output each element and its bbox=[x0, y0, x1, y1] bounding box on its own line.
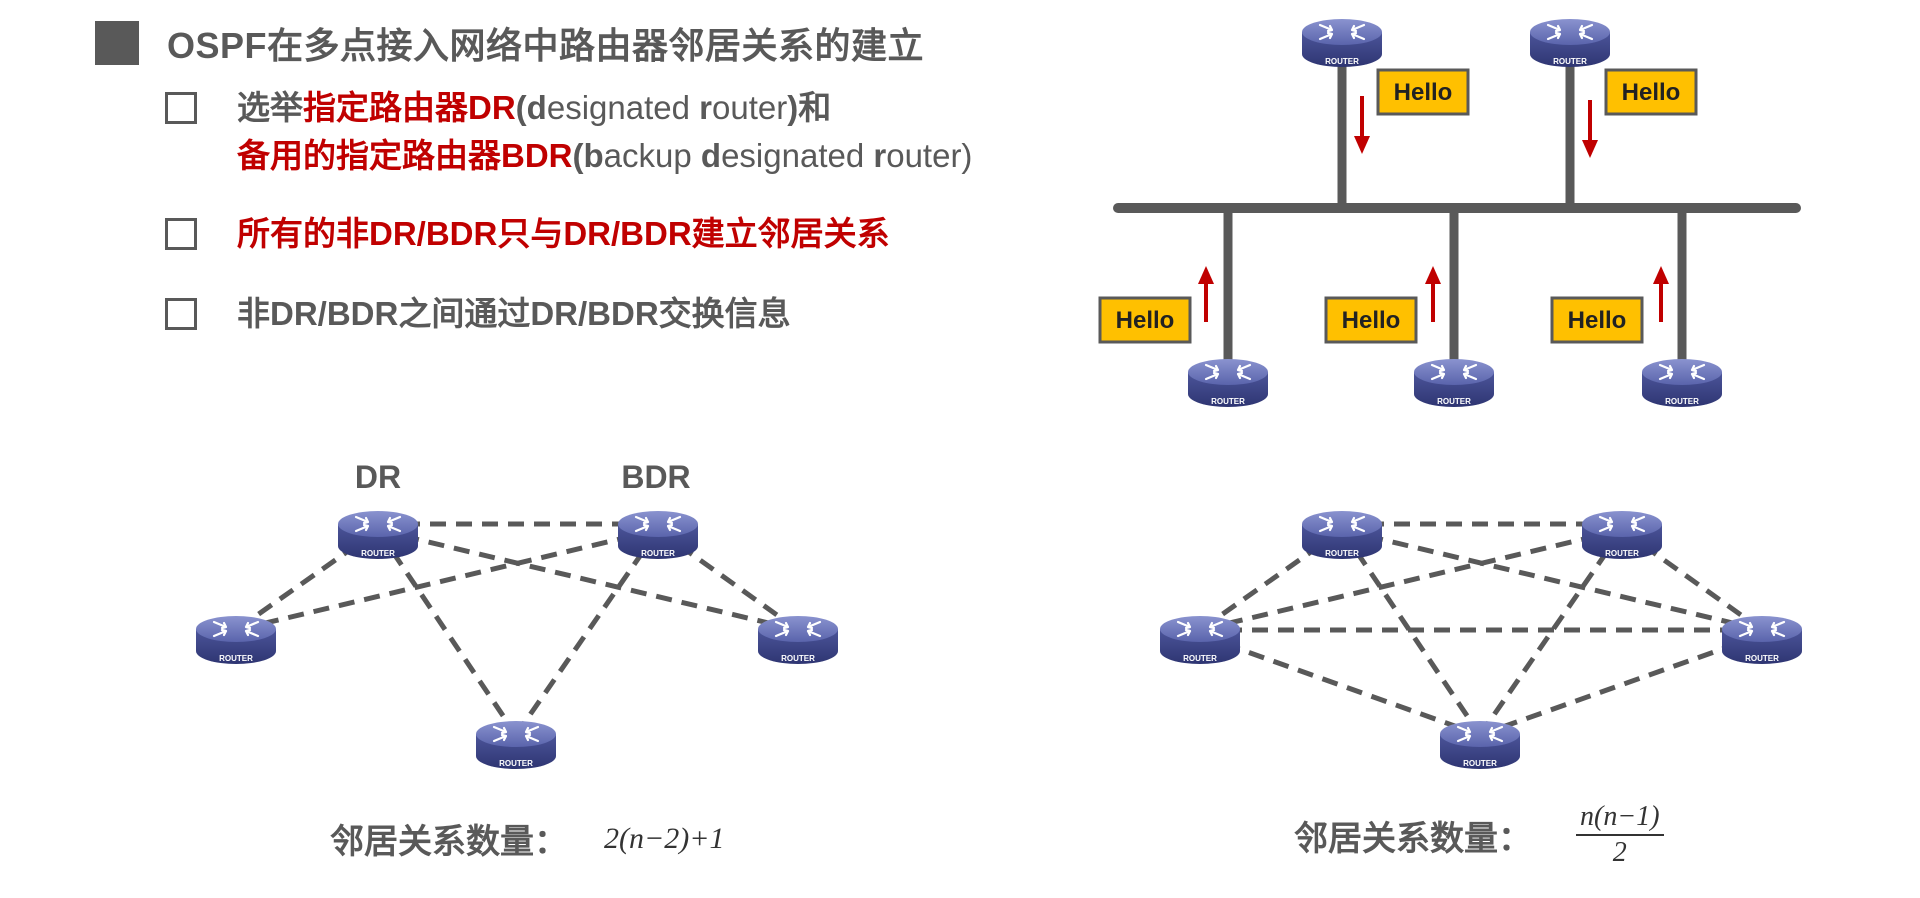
text-segment-highlight: 备用的指定路由器BDR bbox=[237, 137, 573, 174]
fraction: n(n−1) 2 bbox=[1576, 800, 1664, 870]
text-segment: outer) bbox=[886, 137, 973, 174]
text-segment: ( bbox=[572, 137, 584, 174]
svg-text:ROUTER: ROUTER bbox=[781, 654, 815, 663]
text-segment: ackup bbox=[603, 137, 701, 174]
router-icon: ROUTER bbox=[1640, 357, 1724, 409]
text-segment: b bbox=[583, 137, 604, 174]
svg-text:ROUTER: ROUTER bbox=[1325, 549, 1359, 558]
slide-title: OSPF在多点接入网络中路由器邻居关系的建立 bbox=[95, 20, 924, 66]
hello-packet-label: Hello bbox=[1098, 296, 1192, 344]
router-icon: ROUTER bbox=[1158, 614, 1242, 666]
formula-label: 邻居关系数量： bbox=[330, 823, 568, 861]
text-segment: outer bbox=[711, 89, 788, 126]
svg-text:ROUTER: ROUTER bbox=[1463, 759, 1497, 768]
full-mesh-adjacency-diagram: ROUTER ROUTER ROUTER ROUTER ROUTER bbox=[1158, 509, 1804, 771]
text-segment: d bbox=[526, 89, 547, 126]
fraction-denominator: 2 bbox=[1612, 837, 1627, 868]
adjacency-link bbox=[1339, 528, 1483, 737]
arrow-up-icon bbox=[1198, 266, 1214, 322]
checkbox-icon bbox=[165, 298, 197, 330]
arrow-up-icon bbox=[1653, 266, 1669, 322]
adjacency-link bbox=[1479, 632, 1763, 738]
router-icon: ROUTER bbox=[1720, 614, 1804, 666]
formula-left: 邻居关系数量： 2(n−2)+1 bbox=[330, 814, 724, 863]
adjacency-link bbox=[1341, 527, 1763, 633]
bullet-1-line-1: 选举指定路由器DR(designated router)和 bbox=[237, 84, 972, 132]
router-icon: ROUTER bbox=[756, 614, 840, 666]
svg-text:ROUTER: ROUTER bbox=[1325, 57, 1359, 66]
dr-label: DR bbox=[355, 459, 401, 495]
svg-text:ROUTER: ROUTER bbox=[1211, 397, 1245, 406]
adjacency-link bbox=[1477, 528, 1625, 737]
arrow-up-icon bbox=[1425, 266, 1441, 322]
checkbox-icon bbox=[165, 218, 197, 250]
text-segment: r bbox=[699, 89, 712, 126]
adjacency-link bbox=[235, 527, 659, 633]
svg-text:ROUTER: ROUTER bbox=[1183, 654, 1217, 663]
bullet-text-3: 非DR/BDR之间通过DR/BDR交换信息 bbox=[237, 295, 791, 332]
router-icon: ROUTER bbox=[1438, 719, 1522, 771]
text-segment: 选举 bbox=[237, 89, 303, 126]
hello-packet-label: Hello bbox=[1324, 296, 1418, 344]
text-segment: esignated bbox=[721, 137, 874, 174]
formula-right: 邻居关系数量： n(n−1) 2 bbox=[1294, 800, 1664, 870]
arrow-down-icon bbox=[1354, 96, 1370, 154]
adjacency-link bbox=[1199, 527, 1623, 633]
hello-packet-label: Hello bbox=[1550, 296, 1644, 344]
formula-expression: 2(n−2)+1 bbox=[604, 821, 725, 855]
adjacency-link bbox=[1199, 632, 1481, 738]
bullet-text-1: 选举指定路由器DR(designated router)和 备用的指定路由器BD… bbox=[237, 84, 972, 180]
fraction-numerator: n(n−1) bbox=[1576, 800, 1664, 836]
bullet-item-2: 所有的非DR/BDR只与DR/BDR建立邻居关系 bbox=[165, 210, 890, 258]
hello-packet-label: Hello bbox=[1604, 68, 1698, 116]
arrow-down-icon bbox=[1582, 100, 1598, 158]
svg-text:Hello: Hello bbox=[1116, 307, 1175, 334]
svg-text:ROUTER: ROUTER bbox=[1553, 57, 1587, 66]
adjacency-link bbox=[375, 528, 519, 737]
bullet-item-3: 非DR/BDR之间通过DR/BDR交换信息 bbox=[165, 290, 791, 338]
svg-text:ROUTER: ROUTER bbox=[1665, 397, 1699, 406]
bdr-label: BDR bbox=[621, 459, 690, 495]
svg-text:Hello: Hello bbox=[1622, 79, 1681, 106]
svg-text:ROUTER: ROUTER bbox=[1745, 654, 1779, 663]
router-icon: ROUTER bbox=[1412, 357, 1496, 409]
router-icon: ROUTER bbox=[474, 719, 558, 771]
text-segment: )和 bbox=[787, 89, 832, 126]
router-icon: ROUTER bbox=[194, 614, 278, 666]
router-icon: ROUTER bbox=[1300, 509, 1384, 561]
checkbox-icon bbox=[165, 92, 197, 124]
svg-text:Hello: Hello bbox=[1568, 307, 1627, 334]
text-segment: d bbox=[700, 137, 722, 174]
title-square-icon bbox=[95, 21, 139, 65]
svg-text:ROUTER: ROUTER bbox=[361, 549, 395, 558]
router-icon: ROUTER bbox=[1186, 357, 1270, 409]
router-icon: ROUTER bbox=[1580, 509, 1664, 561]
text-segment: esignated bbox=[546, 89, 700, 126]
svg-text:ROUTER: ROUTER bbox=[1605, 549, 1639, 558]
dr-bdr-adjacency-diagram: ROUTER ROUTER ROUTER ROUTER ROUTER DR BD… bbox=[194, 459, 840, 771]
adjacency-link bbox=[513, 528, 661, 737]
svg-text:ROUTER: ROUTER bbox=[219, 654, 253, 663]
bus-network-diagram: ROUTER ROUTER ROUTER ROUTER ROUTER Hello… bbox=[1098, 17, 1801, 409]
bullet-item-1: 选举指定路由器DR(designated router)和 备用的指定路由器BD… bbox=[165, 84, 972, 180]
hello-packet-label: Hello bbox=[1376, 68, 1470, 116]
formula-label: 邻居关系数量： bbox=[1294, 819, 1532, 858]
svg-text:ROUTER: ROUTER bbox=[641, 549, 675, 558]
adjacency-link bbox=[377, 527, 799, 633]
router-icon: ROUTER bbox=[616, 509, 700, 561]
text-segment-highlight: 指定路由器DR bbox=[303, 89, 516, 126]
text-segment: r bbox=[873, 137, 887, 174]
bullet-text-2: 所有的非DR/BDR只与DR/BDR建立邻居关系 bbox=[237, 215, 890, 252]
router-icon: ROUTER bbox=[1528, 17, 1612, 69]
svg-text:Hello: Hello bbox=[1394, 79, 1453, 106]
svg-text:ROUTER: ROUTER bbox=[1437, 397, 1471, 406]
bullet-1-line-2: 备用的指定路由器BDR(backup designated router) bbox=[237, 132, 972, 180]
svg-text:Hello: Hello bbox=[1342, 307, 1401, 334]
router-icon: ROUTER bbox=[336, 509, 420, 561]
title-text: OSPF在多点接入网络中路由器邻居关系的建立 bbox=[167, 25, 925, 66]
text-segment: ( bbox=[515, 89, 527, 126]
svg-text:ROUTER: ROUTER bbox=[499, 759, 533, 768]
router-icon: ROUTER bbox=[1300, 17, 1384, 69]
